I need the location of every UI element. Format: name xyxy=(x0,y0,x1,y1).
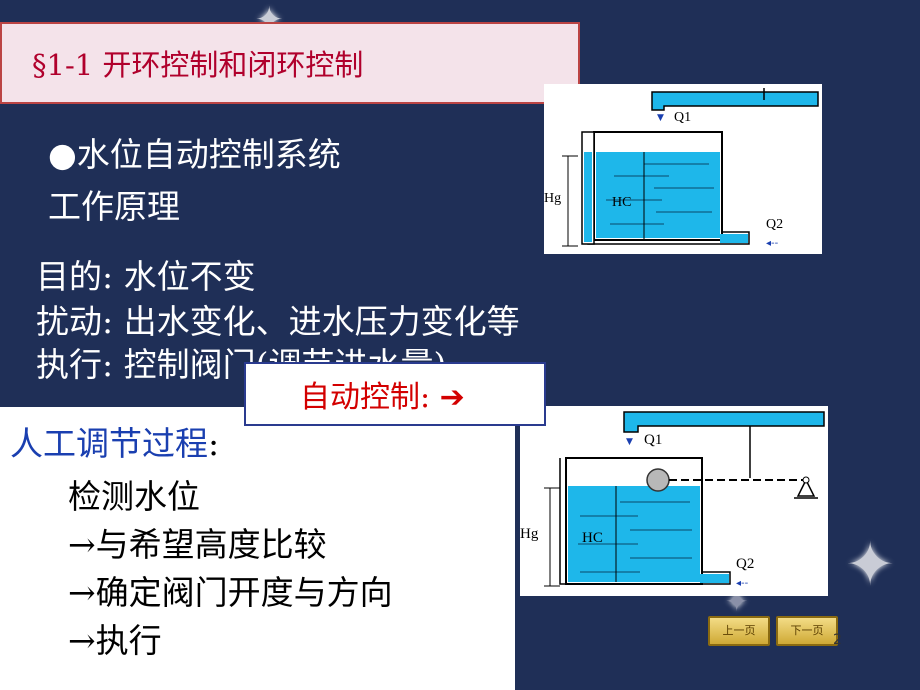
label-q1: Q1 xyxy=(674,110,691,125)
label-q2-bottom: Q2 xyxy=(736,556,754,572)
title-box: §1-1 开环控制和闭环控制 xyxy=(0,22,580,104)
label-q2: Q2 xyxy=(766,217,783,232)
label-hc-bottom: HC xyxy=(582,530,603,546)
intro-line2: 工作原理 xyxy=(48,187,180,226)
page-number: 2 xyxy=(833,632,842,648)
intro-bullet: ●水位自动控制系统 xyxy=(48,135,341,174)
water-tank-diagram-bottom: ▼ Q1 Hg HC Q2 ◂-- xyxy=(520,406,828,596)
svg-text:▼: ▼ xyxy=(657,113,664,123)
svg-text:▼: ▼ xyxy=(626,437,633,447)
manual-step-4: →执行 xyxy=(68,621,162,660)
manual-panel xyxy=(0,407,515,690)
manual-title: 人工调节过程: xyxy=(10,417,219,465)
water-tank-diagram-top: ▼ Q1 Hg HC Q2 ◂-- xyxy=(544,84,822,254)
manual-step-3: →确定阀门开度与方向 xyxy=(68,573,393,612)
svg-text:◂--: ◂-- xyxy=(736,578,749,589)
detail-disturbance: 扰动: 出水变化、进水压力变化等 xyxy=(36,302,520,341)
label-hg: Hg xyxy=(544,191,561,206)
manual-step-2: →与希望高度比较 xyxy=(68,525,327,564)
prev-page-button[interactable]: 上一页 xyxy=(708,616,770,646)
auto-control-label[interactable]: 自动控制: ➔ xyxy=(300,380,465,415)
label-q1-bottom: Q1 xyxy=(644,432,662,448)
manual-title-text: 人工调节过程 xyxy=(10,424,208,463)
next-page-button[interactable]: 下一页 xyxy=(776,616,838,646)
auto-control-box[interactable] xyxy=(244,362,546,426)
label-hg-bottom: Hg xyxy=(520,526,539,542)
manual-title-colon: : xyxy=(208,424,220,463)
manual-step-1: 检测水位 xyxy=(68,477,200,516)
label-hc: HC xyxy=(612,195,631,210)
star-decoration-right: ✦ xyxy=(845,530,896,600)
svg-text:◂--: ◂-- xyxy=(766,238,779,249)
detail-purpose: 目的: 水位不变 xyxy=(36,257,256,296)
page-title: §1-1 开环控制和闭环控制 xyxy=(32,48,364,82)
